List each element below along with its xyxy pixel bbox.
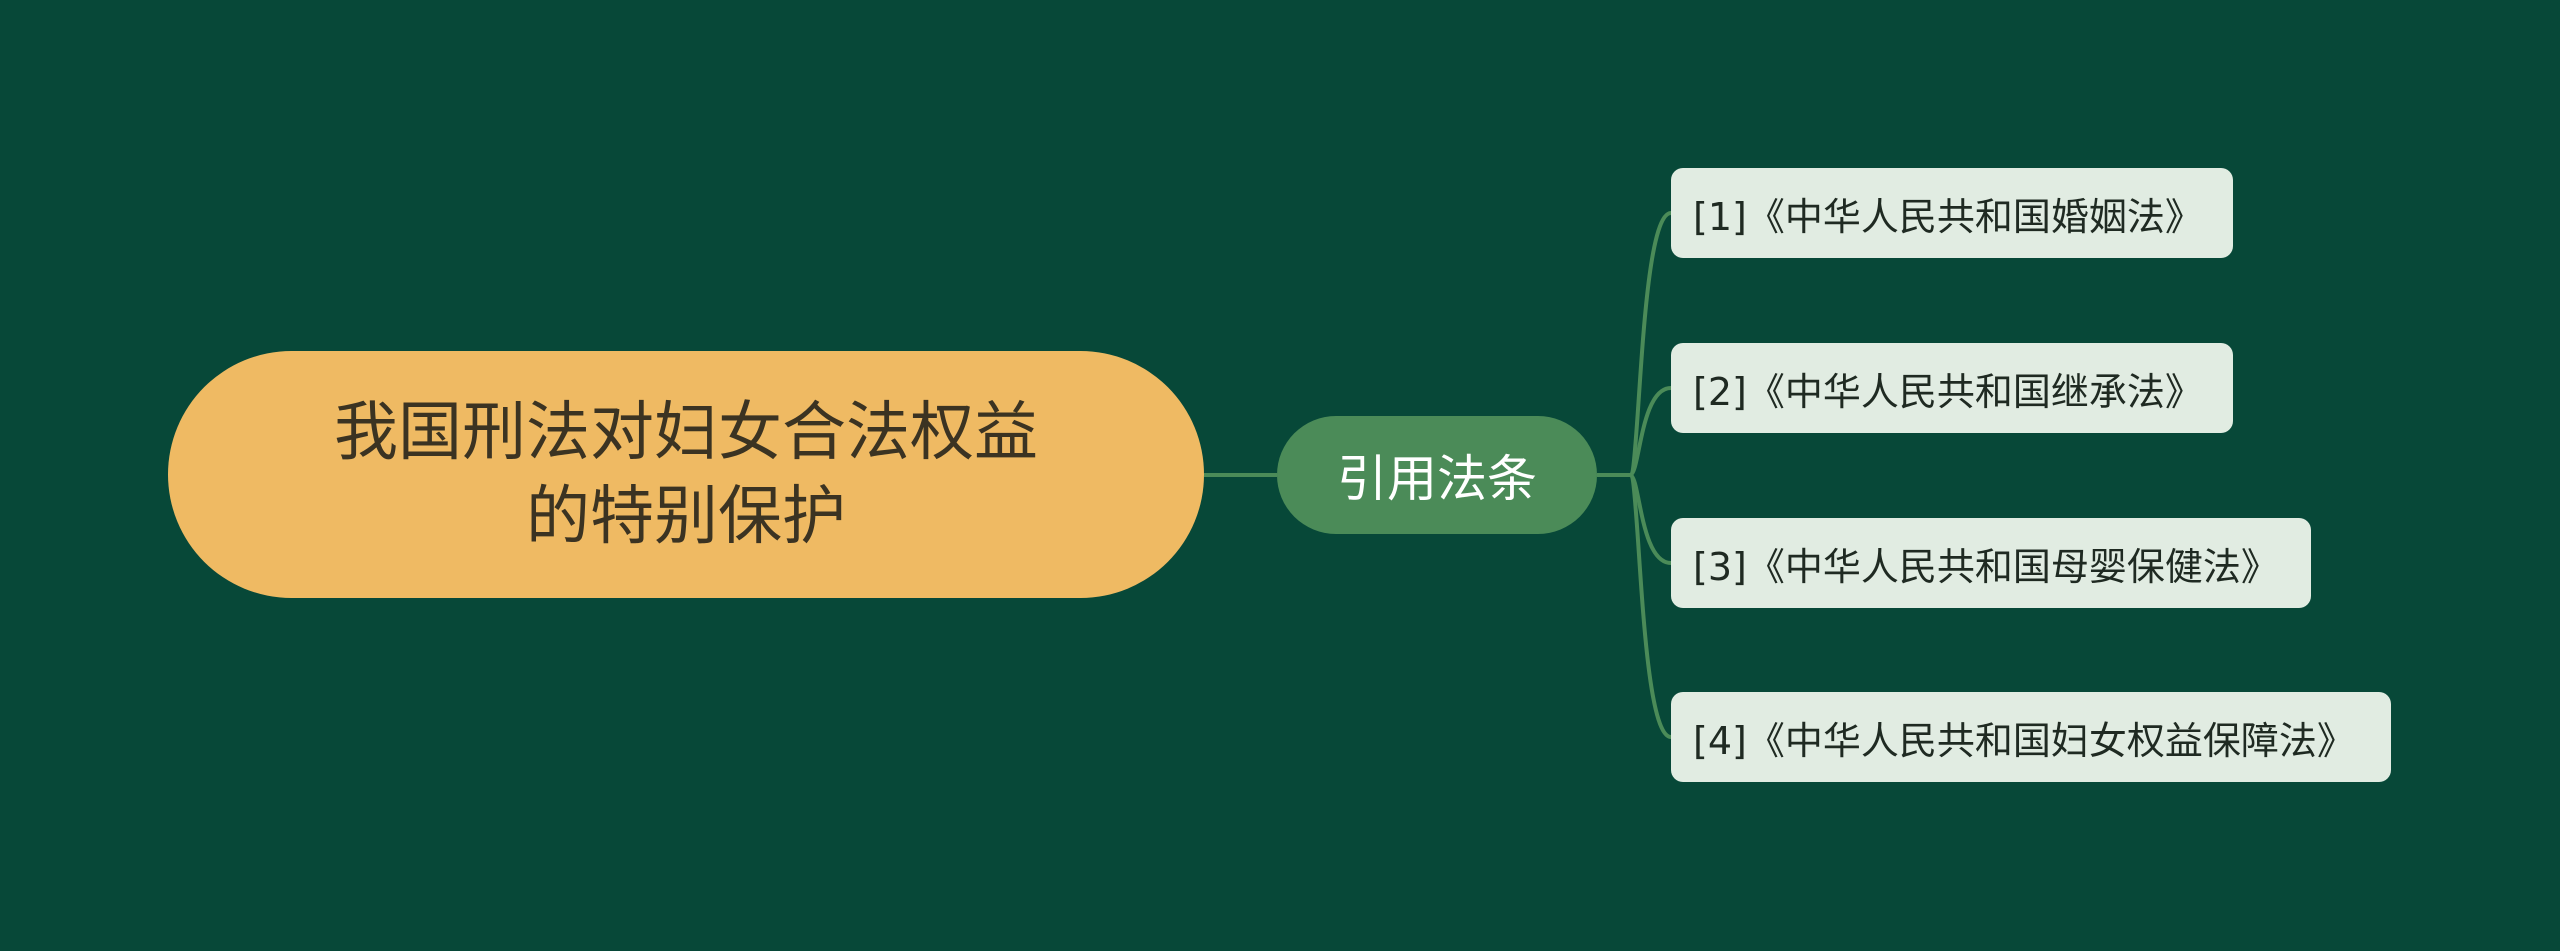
leaf-topic-node-1[interactable]: [1]《中华人民共和国婚姻法》 xyxy=(1671,168,2233,258)
leaf-topic-label: [1]《中华人民共和国婚姻法》 xyxy=(1693,194,2203,239)
branch-to-leaf-connector xyxy=(1597,211,1672,477)
leaf-topic-label: [3]《中华人民共和国母婴保健法》 xyxy=(1693,544,2279,589)
root-topic-node[interactable]: 我国刑法对妇女合法权益 的特别保护 xyxy=(168,351,1204,598)
root-topic-line-2: 的特别保护 xyxy=(526,479,846,554)
branch-topic-node[interactable]: 引用法条 xyxy=(1277,416,1597,534)
root-topic-text: 我国刑法对妇女合法权益 的特别保护 xyxy=(334,391,1038,559)
leaf-topic-node-2[interactable]: [2]《中华人民共和国继承法》 xyxy=(1671,343,2233,433)
branch-to-leaf-connector xyxy=(1628,473,1672,739)
leaf-topic-label: [2]《中华人民共和国继承法》 xyxy=(1693,369,2203,414)
leaf-topic-node-3[interactable]: [3]《中华人民共和国母婴保健法》 xyxy=(1671,518,2311,608)
branch-to-leaf-connector xyxy=(1628,386,1672,477)
root-topic-line-1: 我国刑法对妇女合法权益 xyxy=(334,395,1038,470)
leaf-topic-label: [4]《中华人民共和国妇女权益保障法》 xyxy=(1693,718,2355,763)
branch-topic-label: 引用法条 xyxy=(1337,450,1537,508)
leaf-topic-node-4[interactable]: [4]《中华人民共和国妇女权益保障法》 xyxy=(1671,692,2391,782)
